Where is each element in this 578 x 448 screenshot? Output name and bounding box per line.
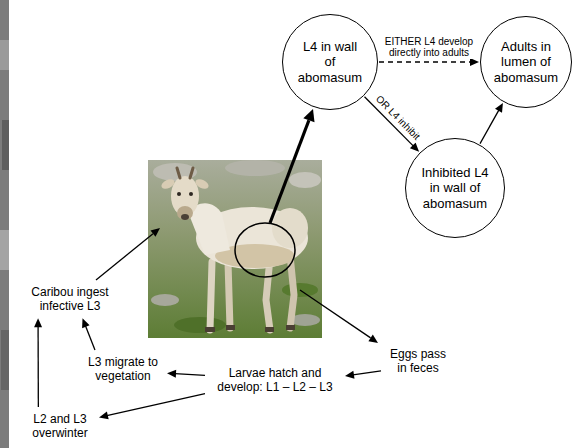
arrow-head <box>99 412 109 420</box>
ingest-pointer <box>96 228 160 280</box>
node-text: L3 migrate to vegetation <box>84 355 162 383</box>
arrow-line <box>175 374 205 376</box>
stage-circle: Inhibited L4 in wall of abomasum <box>405 138 505 238</box>
arrow-head <box>470 58 479 66</box>
stage-circle: Adults in lumen of abomasum <box>480 16 572 108</box>
cycle-step: Caribou ingest infective L3 <box>20 283 120 315</box>
arrow-head <box>495 103 503 113</box>
feces-pointer <box>300 290 378 343</box>
edge-label: OR L4 inhibit <box>373 92 423 143</box>
edge-label: EITHER L4 develop directly into adults <box>379 36 479 59</box>
cycle-step: L3 migrate to vegetation <box>82 353 164 385</box>
stage-circle: L4 in wall of abomasum <box>282 14 378 110</box>
arrow-line <box>480 110 499 144</box>
cycle-step: L2 and L3 overwinter <box>24 410 96 442</box>
arrow-line <box>37 326 39 407</box>
cycle-step: Eggs pass in feces <box>384 345 452 377</box>
ingestion-arrow <box>270 109 315 223</box>
arrow-head <box>34 318 42 327</box>
node-text: L2 and L3 overwinter <box>26 412 94 440</box>
arrow-head <box>410 143 419 152</box>
node-text: Larvae hatch and develop: L1 – L2 – L3 <box>210 366 340 394</box>
node-text: Adults in lumen of abomasum <box>493 39 559 85</box>
caribou-photo <box>148 160 322 338</box>
arrow-head <box>345 371 354 379</box>
node-text: Caribou ingest infective L3 <box>22 285 118 313</box>
node-text: Eggs pass in feces <box>386 347 450 375</box>
arrow-head <box>167 370 176 378</box>
node-text: L4 in wall of abomasum <box>297 39 363 85</box>
node-text: Inhibited L4 in wall of abomasum <box>419 165 491 211</box>
arrow-line <box>85 326 95 350</box>
arrow-head <box>82 318 89 328</box>
cycle-step: Larvae hatch and develop: L1 – L2 – L3 <box>208 364 342 396</box>
arrow-line <box>353 371 381 375</box>
side-photo-strip <box>0 0 9 448</box>
dashed-arrow <box>379 61 471 62</box>
arrow-line <box>107 394 205 416</box>
